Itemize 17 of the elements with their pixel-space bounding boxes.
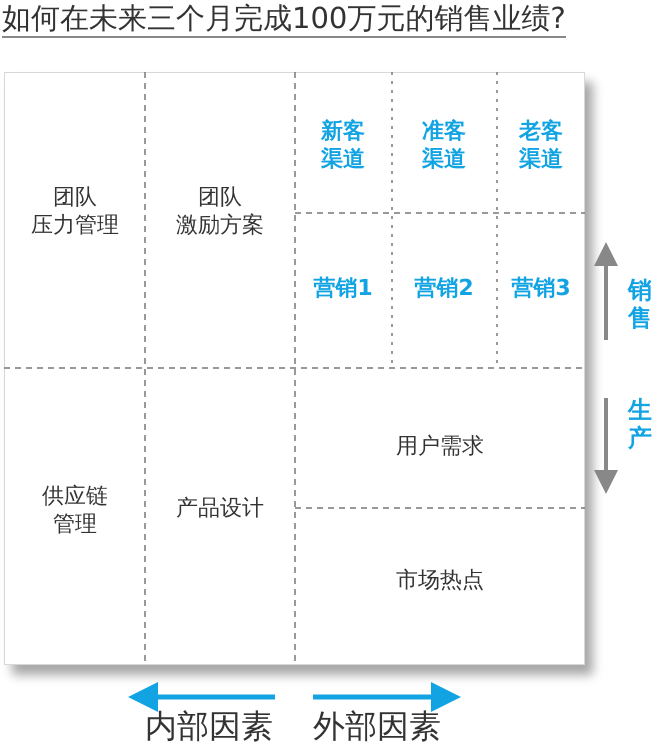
cell-label: 准客渠道 [422,118,466,174]
axis-label: 销售 [628,276,652,332]
cell-label: 营销3 [511,275,571,303]
axis-label: 内部因素 [145,706,273,746]
cell-label: 供应链管理 [42,483,108,539]
cell-label: 团队激励方案 [176,184,264,240]
title: 如何在未来三个月完成100万元的销售业绩? [2,0,566,38]
cell-label: 团队压力管理 [31,184,119,240]
axis-label: 生产 [628,396,652,452]
cell-label: 营销1 [313,275,373,303]
cell-label: 营销2 [414,275,474,303]
axis-label: 外部因素 [313,706,441,746]
cell-label: 新客渠道 [321,118,365,174]
cell-label: 老客渠道 [519,118,563,174]
cell-label: 用户需求 [396,433,484,461]
cell-label: 市场热点 [396,567,484,595]
cell-label: 产品设计 [176,495,264,523]
